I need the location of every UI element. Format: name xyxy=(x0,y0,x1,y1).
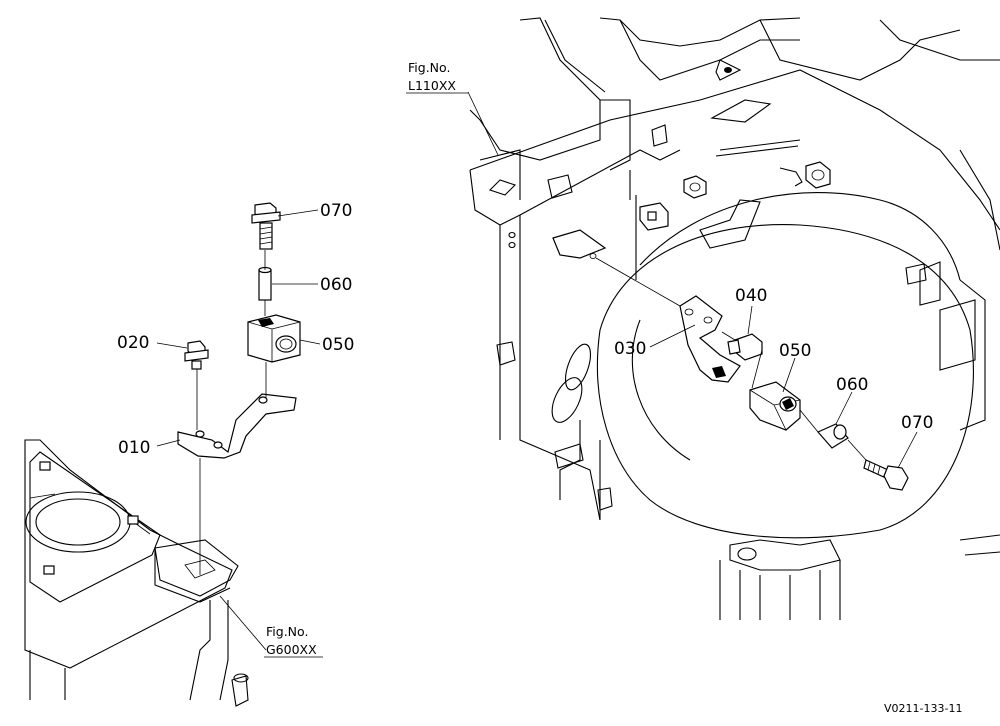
callout-030: 030 xyxy=(614,339,646,359)
left-leaders xyxy=(156,209,321,651)
callout-050-right: 050 xyxy=(779,341,811,361)
callout-070-left: 070 xyxy=(320,201,352,221)
block-050-left xyxy=(247,314,301,363)
callout-050-left: 050 xyxy=(322,335,354,355)
bolt-020 xyxy=(184,340,209,370)
left-exploded-parts xyxy=(177,202,301,575)
bracket-030 xyxy=(679,295,741,383)
figure-ref-label-right: Fig.No. xyxy=(408,60,450,75)
spacer-060-left xyxy=(258,266,272,301)
bolt-070-right xyxy=(863,459,909,491)
callout-010: 010 xyxy=(118,438,150,458)
callout-040: 040 xyxy=(735,286,767,306)
callout-060-right: 060 xyxy=(836,375,868,395)
right-leaders xyxy=(467,91,918,469)
right-exploded-parts xyxy=(552,229,909,491)
block-050-right xyxy=(749,381,801,431)
right-machine-frame xyxy=(469,17,1000,620)
callout-060-left: 060 xyxy=(320,275,352,295)
bolt-040 xyxy=(727,333,763,361)
figure-ref-code-left: G600XX xyxy=(266,642,317,657)
bolt-070-left xyxy=(251,202,281,250)
drawing-code: V0211-133-11 xyxy=(884,702,962,715)
callout-070-right: 070 xyxy=(901,413,933,433)
callout-020: 020 xyxy=(117,333,149,353)
left-frame-panel xyxy=(24,439,249,707)
figure-ref-label-left: Fig.No. xyxy=(266,624,308,639)
bracket-010 xyxy=(177,393,297,459)
figure-ref-code-right: L110XX xyxy=(408,78,456,93)
spacer-060-right xyxy=(817,423,849,449)
